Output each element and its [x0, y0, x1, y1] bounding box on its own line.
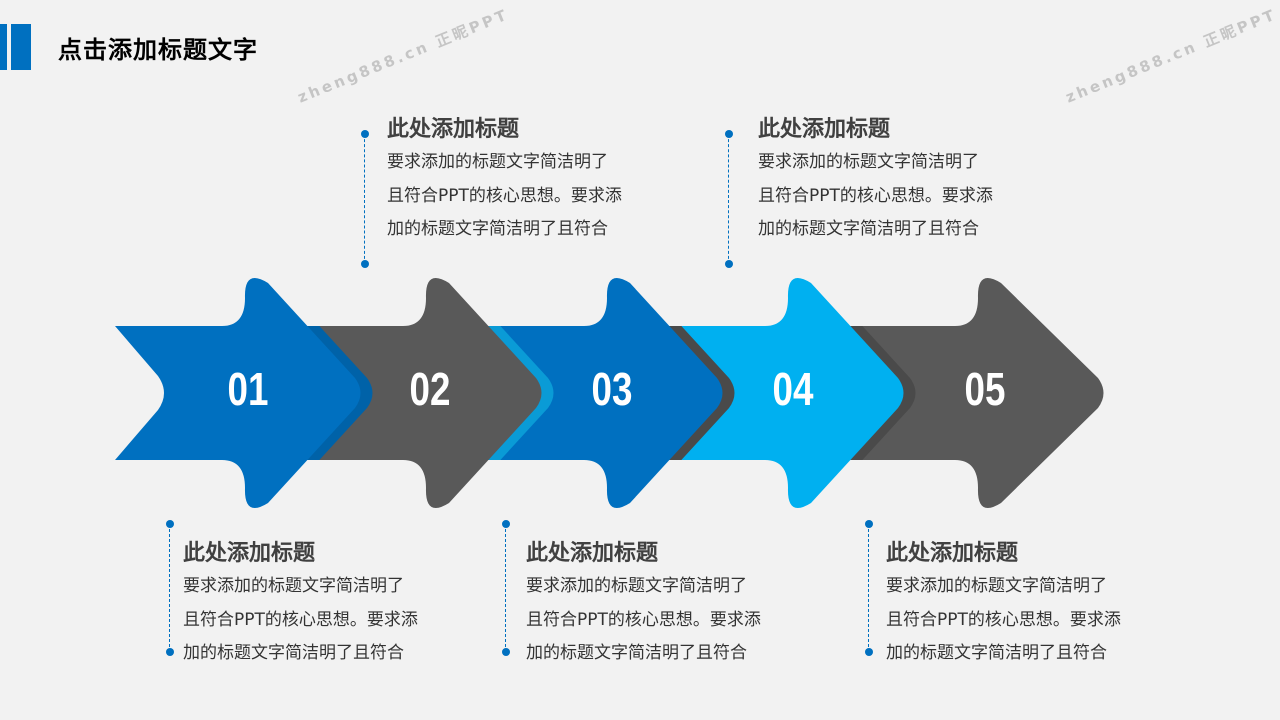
block-line: 要求添加的标题文字简洁明了: [758, 152, 979, 172]
block-title: 此处添加标题: [758, 117, 891, 142]
connector-dot: [166, 648, 174, 656]
block-line: 且符合PPT的核心思想。要求添: [886, 609, 1121, 630]
connector-line: [868, 524, 869, 652]
connector-line: [505, 524, 506, 652]
arrow-step-2: [296, 278, 542, 508]
block-line: 且符合PPT的核心思想。要求添: [526, 609, 761, 630]
text-block-2: 此处添加标题 要求添加的标题文字简洁明了 且符合PPT的核心思想。要求添 加的标…: [387, 114, 687, 247]
step-number: 05: [965, 363, 1006, 415]
block-line: 要求添加的标题文字简洁明了: [387, 152, 608, 172]
text-block-1: 此处添加标题 要求添加的标题文字简洁明了 且符合PPT的核心思想。要求添 加的标…: [183, 538, 483, 671]
connector-dot: [166, 520, 174, 528]
block-line: 加的标题文字简洁明了且符合: [886, 643, 1107, 663]
block-line: 加的标题文字简洁明了且符合: [183, 643, 404, 663]
block-title: 此处添加标题: [886, 541, 1019, 566]
arrow-step-4: [658, 278, 904, 508]
step-number: 04: [773, 363, 814, 415]
connector-dot: [865, 648, 873, 656]
block-line: 要求添加的标题文字简洁明了: [886, 576, 1107, 596]
header-accent-bar: [0, 24, 7, 70]
connector-dot: [361, 260, 369, 268]
connector-line: [169, 524, 170, 652]
header-accent-bar: [11, 24, 31, 70]
step-number: 01: [228, 363, 269, 415]
connector-dot: [725, 260, 733, 268]
text-block-5: 此处添加标题 要求添加的标题文字简洁明了 且符合PPT的核心思想。要求添 加的标…: [886, 538, 1186, 671]
page-title: 点击添加标题文字: [58, 36, 258, 64]
connector-dot: [502, 648, 510, 656]
block-line: 且符合PPT的核心思想。要求添: [183, 609, 418, 630]
connector-dot: [725, 130, 733, 138]
block-title: 此处添加标题: [387, 117, 520, 142]
block-line: 加的标题文字简洁明了且符合: [758, 219, 979, 239]
step-number: 03: [592, 363, 633, 415]
block-title: 此处添加标题: [526, 541, 659, 566]
connector-dot: [865, 520, 873, 528]
connector-dot: [361, 130, 369, 138]
block-line: 且符合PPT的核心思想。要求添: [758, 185, 993, 206]
block-line: 加的标题文字简洁明了且符合: [526, 643, 747, 663]
block-title: 此处添加标题: [183, 541, 316, 566]
block-line: 且符合PPT的核心思想。要求添: [387, 185, 622, 206]
connector-line: [364, 134, 365, 264]
block-line: 加的标题文字简洁明了且符合: [387, 219, 608, 239]
block-line: 要求添加的标题文字简洁明了: [183, 576, 404, 596]
text-block-4: 此处添加标题 要求添加的标题文字简洁明了 且符合PPT的核心思想。要求添 加的标…: [758, 114, 1058, 247]
connector-line: [728, 134, 729, 264]
arrow-step-5: [848, 278, 1104, 508]
arrow-step-1: [115, 278, 361, 508]
connector-dot: [502, 520, 510, 528]
step-number: 02: [410, 363, 451, 415]
arrow-step-3: [477, 278, 723, 508]
text-block-3: 此处添加标题 要求添加的标题文字简洁明了 且符合PPT的核心思想。要求添 加的标…: [526, 538, 826, 671]
block-line: 要求添加的标题文字简洁明了: [526, 576, 747, 596]
